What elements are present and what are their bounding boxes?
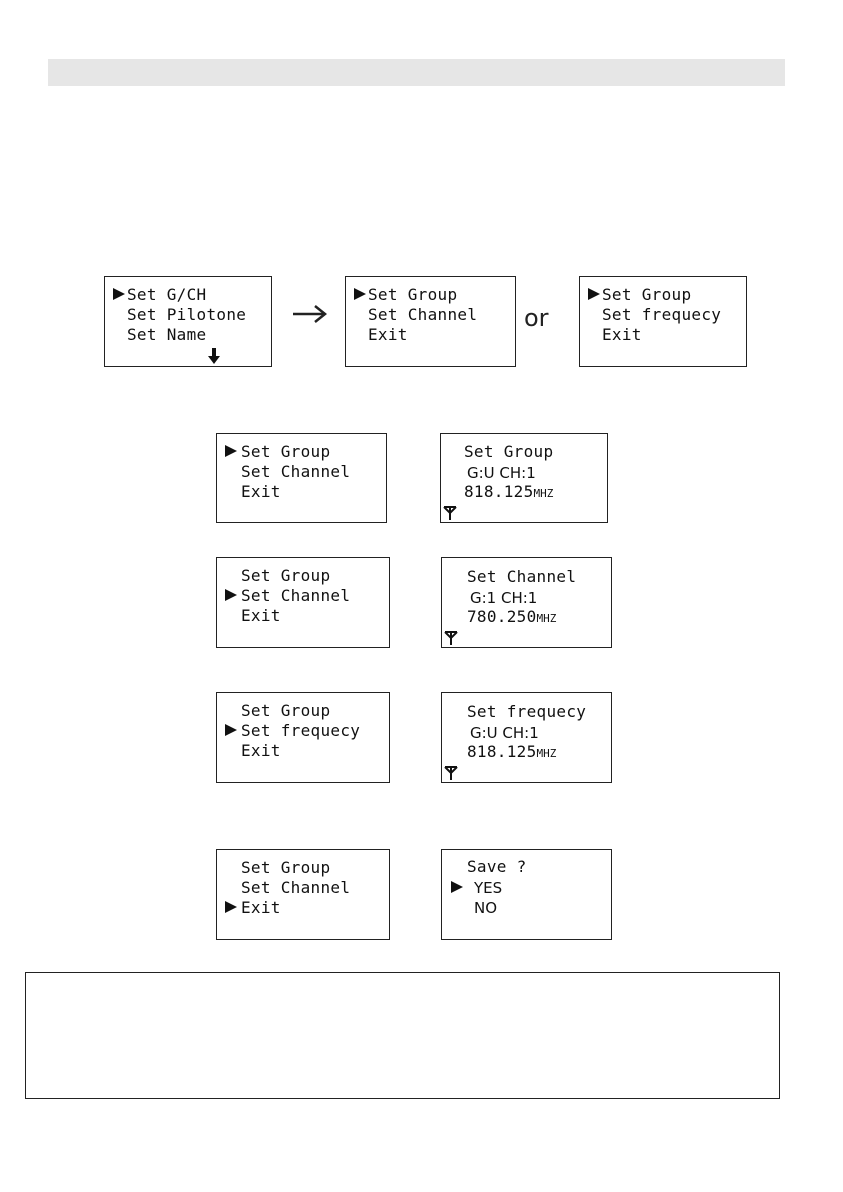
save-option-no: NO bbox=[474, 899, 498, 917]
group-channel-readout: G:U CH:1 bbox=[467, 464, 536, 482]
screen-title: Set Group bbox=[464, 442, 554, 461]
menu-item-set-group: Set Group bbox=[602, 285, 692, 304]
group-channel-readout: G:1 CH:1 bbox=[470, 589, 538, 607]
menu-item-exit: Exit bbox=[241, 898, 281, 917]
frequency-unit: MHZ bbox=[533, 487, 554, 500]
frequency-unit: MHZ bbox=[536, 747, 557, 760]
menu-item-set-frequecy: Set frequecy bbox=[241, 721, 361, 740]
menu-item-set-gch: Set G/CH bbox=[127, 285, 207, 304]
lcd-main-menu: Set G/CH Set Pilotone Set Name bbox=[104, 276, 272, 367]
lcd-channel-menu: Set Group Set Channel Exit bbox=[216, 557, 390, 648]
menu-item-set-group: Set Group bbox=[241, 442, 331, 461]
group-channel-readout: G:U CH:1 bbox=[470, 724, 539, 742]
menu-cursor-icon bbox=[451, 881, 463, 893]
menu-cursor-icon bbox=[354, 288, 366, 300]
menu-item-set-channel: Set Channel bbox=[241, 586, 351, 605]
menu-item-exit: Exit bbox=[368, 325, 408, 344]
menu-item-set-channel: Set Channel bbox=[368, 305, 478, 324]
antenna-icon bbox=[444, 766, 458, 780]
screen-title: Set Channel bbox=[467, 567, 577, 586]
lcd-group-detail: Set Group G:U CH:1 818.125MHZ bbox=[440, 433, 608, 523]
lcd-frequency-detail: Set frequecy G:U CH:1 818.125MHZ bbox=[441, 692, 612, 783]
menu-item-set-group: Set Group bbox=[241, 858, 331, 877]
menu-item-exit: Exit bbox=[241, 741, 281, 760]
antenna-icon bbox=[443, 506, 457, 520]
menu-item-exit: Exit bbox=[602, 325, 642, 344]
lcd-channel-detail: Set Channel G:1 CH:1 780.250MHZ bbox=[441, 557, 612, 648]
down-arrow-icon bbox=[208, 348, 220, 364]
menu-cursor-icon bbox=[225, 724, 237, 736]
note-box bbox=[25, 972, 780, 1099]
menu-item-set-name: Set Name bbox=[127, 325, 207, 344]
frequency-readout: 780.250MHZ bbox=[467, 607, 557, 626]
frequency-readout: 818.125MHZ bbox=[464, 482, 554, 501]
menu-item-set-pilotone: Set Pilotone bbox=[127, 305, 247, 324]
menu-item-set-group: Set Group bbox=[241, 701, 331, 720]
right-arrow-icon bbox=[293, 305, 328, 323]
menu-cursor-icon bbox=[113, 288, 125, 300]
lcd-save-dialog: Save ? YES NO bbox=[441, 849, 612, 940]
menu-item-set-group: Set Group bbox=[241, 566, 331, 585]
section-header-bar bbox=[48, 59, 785, 86]
lcd-exit-menu: Set Group Set Channel Exit bbox=[216, 849, 390, 940]
save-option-yes: YES bbox=[474, 879, 503, 897]
menu-item-exit: Exit bbox=[241, 606, 281, 625]
menu-cursor-icon bbox=[588, 288, 600, 300]
menu-cursor-icon bbox=[225, 445, 237, 457]
or-label: or bbox=[524, 304, 549, 332]
lcd-gch-menu-channel: Set Group Set Channel Exit bbox=[345, 276, 516, 367]
menu-item-set-frequecy: Set frequecy bbox=[602, 305, 722, 324]
save-prompt: Save ? bbox=[467, 857, 527, 876]
lcd-frequency-menu: Set Group Set frequecy Exit bbox=[216, 692, 390, 783]
menu-cursor-icon bbox=[225, 589, 237, 601]
frequency-readout: 818.125MHZ bbox=[467, 742, 557, 761]
menu-cursor-icon bbox=[225, 901, 237, 913]
menu-item-set-channel: Set Channel bbox=[241, 462, 351, 481]
menu-item-set-group: Set Group bbox=[368, 285, 458, 304]
menu-item-exit: Exit bbox=[241, 482, 281, 501]
frequency-unit: MHZ bbox=[536, 612, 557, 625]
antenna-icon bbox=[444, 631, 458, 645]
menu-item-set-channel: Set Channel bbox=[241, 878, 351, 897]
lcd-group-menu: Set Group Set Channel Exit bbox=[216, 433, 387, 523]
screen-title: Set frequecy bbox=[467, 702, 587, 721]
lcd-gch-menu-frequency: Set Group Set frequecy Exit bbox=[579, 276, 747, 367]
